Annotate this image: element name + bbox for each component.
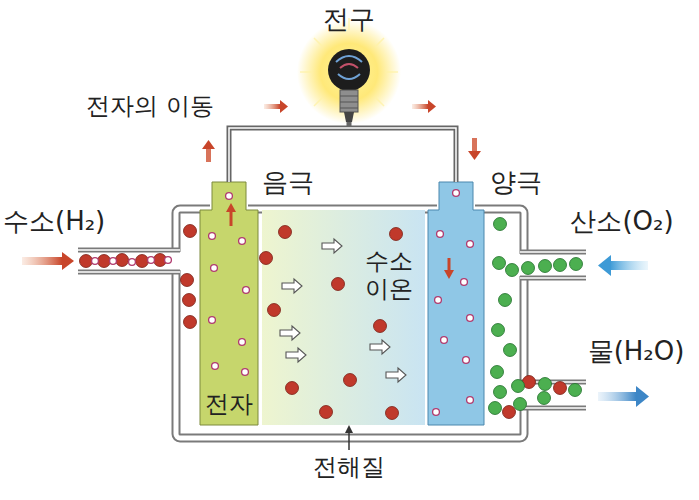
oxygen-particle [538,392,551,405]
oxygen-particle [491,366,504,379]
electron-dot [437,231,444,238]
hydrogen-particle [503,406,516,419]
electrode-name: 양극 [490,168,542,198]
inlet-label: 산소(O₂) [570,207,673,237]
electron-dot [467,315,474,322]
electron-dot [239,238,246,245]
oxygen-particle [506,264,519,277]
oxygen-particle [539,260,552,273]
electron-dot [453,190,460,197]
electron-dot [211,265,218,272]
flow-label: 전자의 이동 [86,93,214,121]
outlet-label: 물(H₂O) [588,337,685,367]
hydrogen-particle [286,382,299,395]
electron-dot [92,258,99,265]
hydrogen-particle [98,255,111,268]
electron-dot [209,317,216,324]
oxygen-particle [494,386,507,399]
hydrogen-particle [390,228,403,241]
oxygen-particle [569,384,582,397]
hydrogen-particle [260,252,273,265]
hydrogen-particle [116,254,129,267]
oxygen-particle [512,380,525,393]
wire [398,128,456,182]
cathode-plate: 양극 [428,182,484,425]
oxygen-particle [554,259,567,272]
oxygen-particle [493,257,506,270]
hydrogen-particle [181,274,194,287]
electrolyte-band: 수소 이온 [262,210,425,425]
electron-dot [435,297,442,304]
oxygen-particle [539,378,552,391]
part-label: 전해질 [313,454,385,482]
hydrogen-particle [386,407,399,420]
electron-dot [239,339,246,346]
electron-dot [467,241,474,248]
oxygen-particle [570,258,583,271]
electron-dot [243,287,250,294]
wire-core [398,128,456,182]
oxygen-particle [489,402,502,415]
hydrogen-particle [136,255,149,268]
hydrogen-particle [183,294,196,307]
oxygen-particle [504,344,517,357]
hydrogen-particle [279,226,292,239]
electron-dot [433,409,440,416]
electron-dot [129,259,136,266]
electron-label: 전자 [200,391,258,419]
hydrogen-particle [184,225,197,238]
hydrogen-particle [344,374,357,387]
bulb-label: 전구 [300,5,398,35]
inlet-label: 수소(H₂) [3,207,105,237]
hydrogen-particle [80,255,93,268]
electron-dot [148,257,155,264]
oxygen-particle [499,294,512,307]
oxygen-particle [494,218,507,231]
electron-dot [461,279,468,286]
electron-dot [226,193,233,200]
electron-dot [441,337,448,344]
hydrogen-particle [374,320,387,333]
electron-dot [212,363,219,370]
hydrogen-particle [554,382,567,395]
electron-dot [209,233,216,240]
oxygen-particle [514,398,527,411]
oxygen-particle [522,262,535,275]
electron-dot [463,357,470,364]
anode-plate: 음극전자 [200,182,258,425]
electron-dot [467,397,474,404]
hydrogen-particle [320,406,333,419]
electrode-name: 음극 [262,168,314,198]
oxygen-particle [492,324,505,337]
electron-dot [165,257,172,264]
ion-label: 수소 이온 [360,248,418,303]
electron-dot [110,258,117,265]
hydrogen-particle [332,278,345,291]
light-bulb: 전구 [300,5,398,133]
electron-dot [242,369,249,376]
hydrogen-particle [268,304,281,317]
hydrogen-particle [184,316,197,329]
